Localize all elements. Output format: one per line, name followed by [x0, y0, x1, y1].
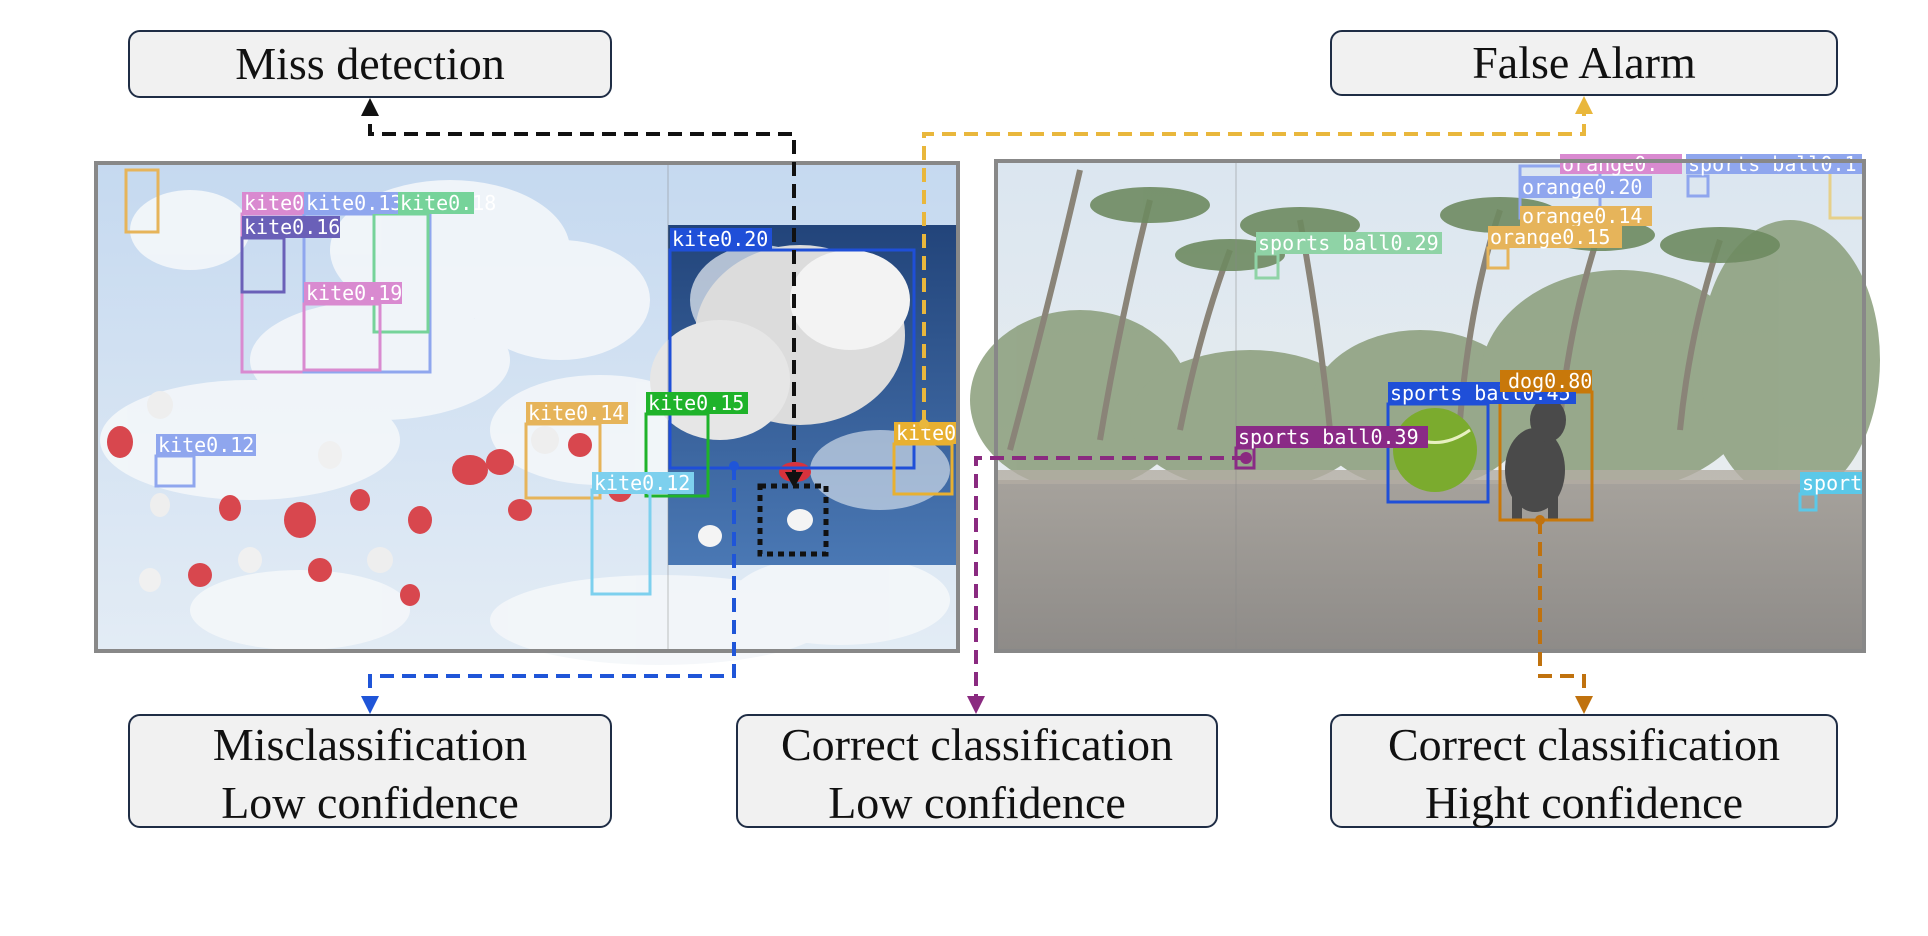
arrowhead-false-alarm [1575, 96, 1593, 114]
label-orange-0.15: orange0.15 [1490, 225, 1610, 249]
callout-correct-low-line1: Correct classification [780, 719, 1174, 770]
callout-correct-high-line1: Correct classification [1387, 719, 1781, 770]
label-kite-0.15: kite0.15 [648, 391, 744, 415]
connector-miss-detection [368, 124, 796, 484]
callout-correct-high: Correct classification Hight confidence [1330, 714, 1838, 828]
connectors [368, 110, 1586, 700]
right-image: sports ball0.29 orange0.20 orange0.14 or… [970, 152, 1880, 653]
label-kite-0.20: kite0.20 [672, 227, 768, 251]
label-kite-0.12-mid: kite0.12 [594, 471, 690, 495]
callout-false-alarm: False Alarm [1330, 30, 1838, 96]
left-image: kite0 kite0.13 kite0.18 kite0.16 kite0.1… [94, 161, 960, 665]
callout-correct-high-line2: Hight confidence [1424, 777, 1744, 828]
label-kite-0.14: kite0.14 [528, 401, 624, 425]
callout-correct-low: Correct classification Low confidence [736, 714, 1218, 828]
label-dog-0.80: dog0.80 [1508, 369, 1592, 393]
connector-misclassification [368, 466, 736, 700]
label-sport: sport [1802, 471, 1862, 495]
callout-miss-detection: Miss detection [128, 30, 612, 98]
label-kite-0.18: kite0.18 [400, 191, 496, 215]
right-labels: sports ball0.29 orange0.20 orange0.14 or… [1236, 152, 1864, 495]
arrowhead-misclassification [361, 696, 379, 714]
label-kite-0.16: kite0.16 [244, 215, 340, 239]
label-sports-ball-0.39: sports ball0.39 [1238, 425, 1419, 449]
callout-misclassification-line1: Misclassification [212, 719, 528, 770]
arrowhead-miss-detection [361, 98, 379, 116]
bbox-kite-top-left [124, 168, 160, 234]
label-kite-0: kite0 [244, 191, 304, 215]
label-orange-0.14: orange0.14 [1522, 204, 1642, 228]
road [996, 480, 1864, 651]
label-orange-0.: orange0. [1562, 152, 1658, 176]
label-sports-ball-0.29: sports ball0.29 [1258, 231, 1439, 255]
arrowhead-miss-target [785, 472, 803, 488]
label-kite-0.19: kite0.19 [306, 281, 402, 305]
right-image-frame [994, 159, 1866, 653]
arrowhead-correct-low [967, 696, 985, 714]
label-kite-0.13: kite0.13 [306, 191, 402, 215]
bbox-sports-ball-0.1 [1686, 174, 1710, 198]
callout-correct-low-line2: Low confidence [828, 777, 1126, 828]
callout-misclassification-line2: Low confidence [221, 777, 519, 828]
label-sports-ball-0.1: sports ball0.1 [1688, 152, 1857, 176]
arrowhead-correct-high [1575, 696, 1593, 714]
dog [1505, 398, 1566, 520]
callout-miss-detection-text: Miss detection [235, 38, 505, 89]
tennis-ball [1393, 408, 1477, 492]
left-image-frame [94, 161, 960, 653]
connector-correct-low [974, 456, 1246, 700]
connector-false-alarm [922, 110, 1586, 424]
callout-false-alarm-text: False Alarm [1472, 37, 1696, 88]
left-labels: kite0 kite0.13 kite0.18 kite0.16 kite0.1… [156, 191, 958, 495]
label-orange-0.20: orange0.20 [1522, 175, 1642, 199]
label-kite-0.12-left: kite0.12 [158, 433, 254, 457]
callout-misclassification: Misclassification Low confidence [128, 714, 612, 828]
connector-correct-high [1538, 520, 1586, 700]
arrowheads [361, 96, 1593, 714]
